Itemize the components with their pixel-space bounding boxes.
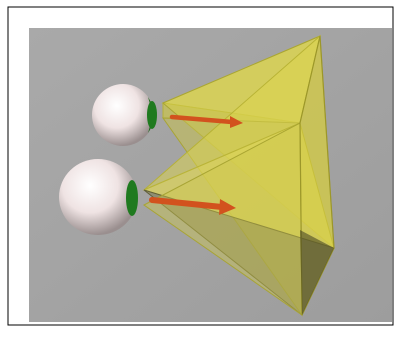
far-plane-shadow [300,230,334,315]
frustum-lower [142,34,335,316]
arrow-lower [149,197,236,215]
frame-border [7,6,394,326]
arrow-upper [169,114,243,128]
eye-upper [92,84,157,146]
eye-lower [59,159,138,235]
iris-lower [126,180,138,216]
